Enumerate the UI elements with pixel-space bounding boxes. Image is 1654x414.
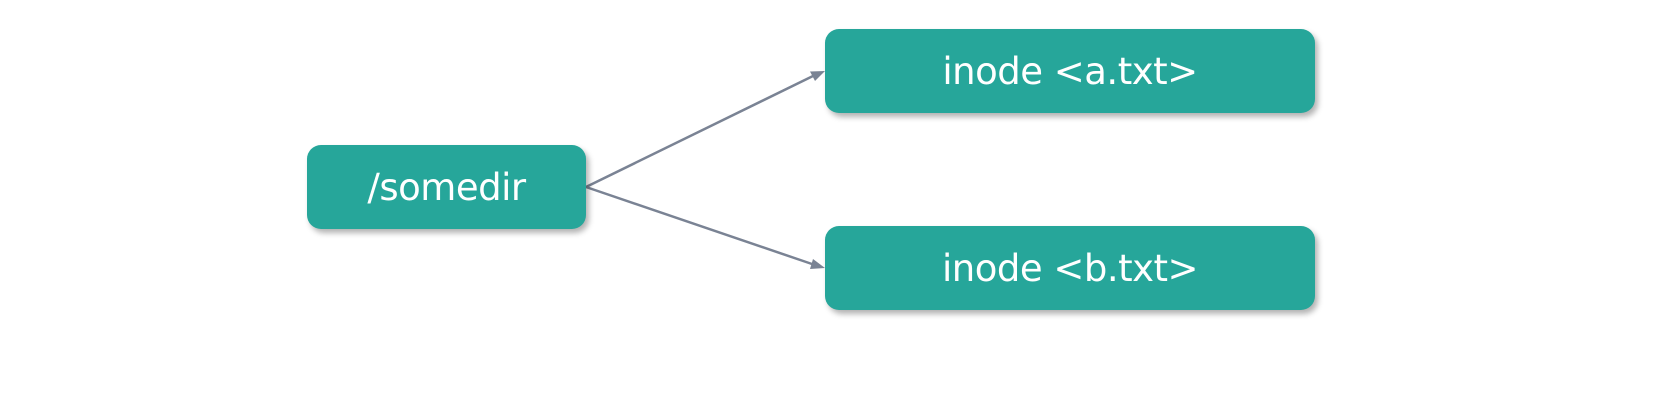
inode-node-b-txt: inode <b.txt> [825, 226, 1315, 310]
edge-somedir-to-inode-a [585, 71, 825, 189]
arrowhead-icon [810, 71, 825, 81]
node-label: inode <b.txt> [941, 246, 1199, 290]
directory-node-somedir: /somedir [307, 145, 586, 229]
edge-somedir-to-inode-b [585, 185, 825, 269]
node-label: /somedir [367, 165, 526, 209]
inode-node-a-txt: inode <a.txt> [825, 29, 1315, 113]
arrowhead-icon [810, 259, 825, 269]
node-label: inode <a.txt> [942, 49, 1198, 93]
